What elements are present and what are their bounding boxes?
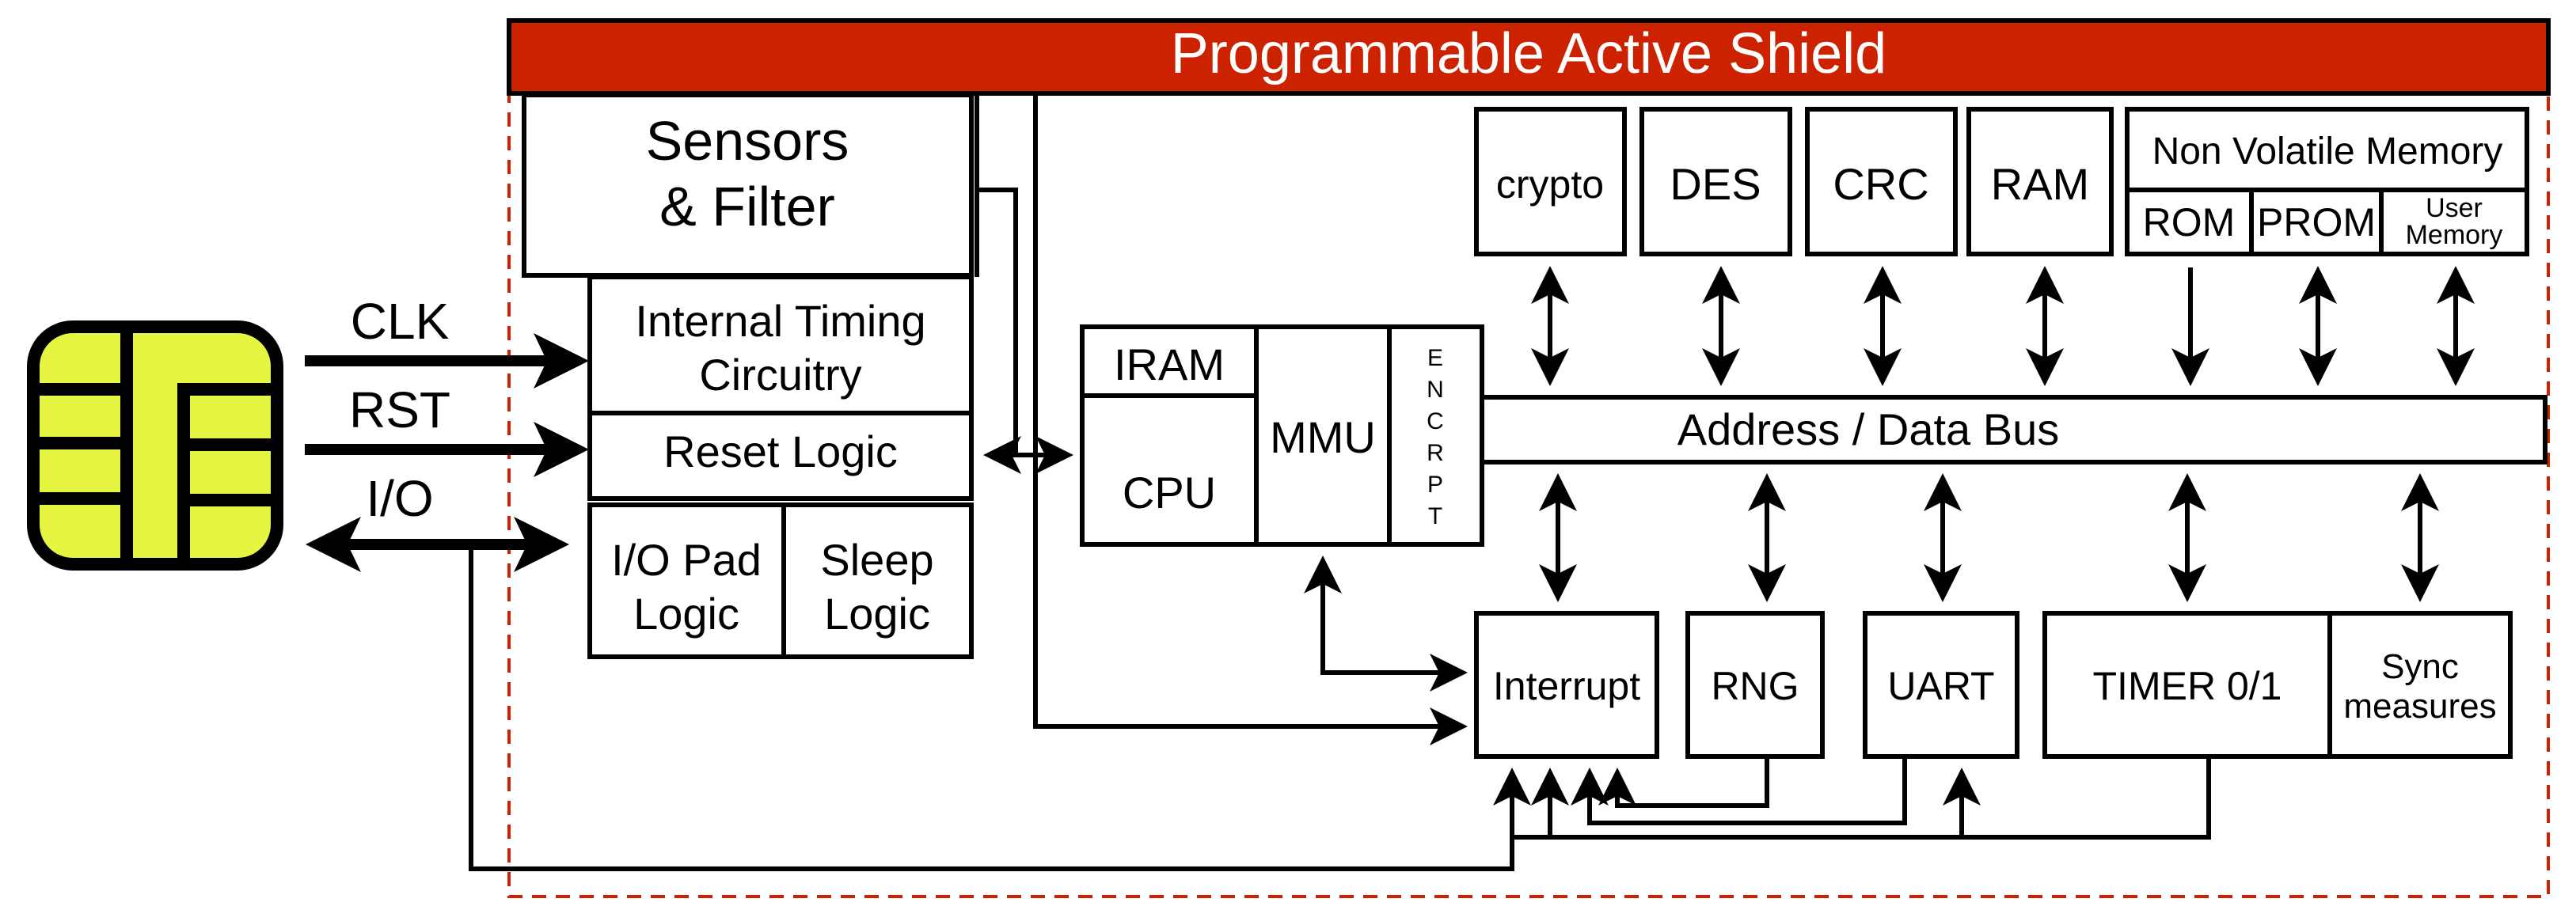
smart-card-chip-icon [27, 320, 283, 571]
sleep-logic-block [781, 502, 974, 659]
timer-block [2042, 611, 2332, 759]
user-memory-label-2: Memory [2406, 220, 2503, 250]
sleep-label-2: Logic [824, 589, 930, 639]
io-pad-label-1: I/O Pad [611, 535, 762, 585]
encrypt-letters: E N C R P T [1427, 345, 1444, 529]
user-memory-label-1: User [2426, 193, 2483, 223]
io-label: I/O [366, 470, 433, 527]
encrypt-letter: P [1427, 472, 1443, 498]
encrypt-letter: C [1427, 408, 1444, 434]
crc-block [1805, 107, 1958, 256]
cpu-label: CPU [1123, 468, 1216, 518]
nvm-label: Non Volatile Memory [2152, 131, 2503, 173]
encrypt-letter: N [1427, 377, 1444, 403]
sync-measures-block [2327, 611, 2513, 759]
interrupt-label: Interrupt [1493, 664, 1640, 708]
shield-title-bar [507, 18, 2551, 96]
clk-label: CLK [351, 293, 450, 350]
sync-label-2: measures [2343, 687, 2496, 726]
internal-timing-block [587, 275, 974, 415]
rst-label: RST [349, 381, 450, 438]
uart-label: UART [1887, 664, 1994, 708]
encrypt-letter: E [1427, 345, 1443, 371]
cpu-block [1080, 393, 1259, 547]
bottom-bus-connectors [1539, 473, 2439, 602]
iram-label: IRAM [1114, 339, 1225, 389]
bus-label: Address / Data Bus [1677, 404, 2059, 454]
uart-block [1863, 611, 2019, 759]
io-pad-logic-block [587, 502, 786, 659]
encrypt-block [1387, 324, 1484, 547]
crypto-block [1474, 107, 1627, 256]
top-bus-connectors [1531, 266, 2475, 386]
mmu-label: MMU [1270, 412, 1376, 462]
timer-label: TIMER 0/1 [2093, 664, 2282, 708]
timing-label-1: Internal Timing [635, 296, 925, 346]
address-data-bus [1480, 395, 2548, 464]
sleep-label-1: Sleep [820, 535, 933, 585]
rng-block [1685, 611, 1825, 759]
prom-label: PROM [2257, 200, 2376, 245]
io-pad-label-2: Logic [633, 589, 739, 639]
des-block [1639, 107, 1792, 256]
des-label: DES [1670, 159, 1761, 209]
crypto-label: crypto [1496, 162, 1604, 207]
user-memory-block [2379, 188, 2529, 256]
encrypt-letter: T [1428, 503, 1442, 529]
reset-logic-label: Reset Logic [663, 427, 898, 476]
rom-label: ROM [2143, 200, 2236, 245]
interrupt-block [1474, 611, 1659, 759]
reset-logic-block [587, 411, 974, 501]
shield-title: Programmable Active Shield [1171, 22, 1886, 85]
sync-label-1: Sync [2381, 647, 2459, 686]
encrypt-letter: R [1427, 440, 1444, 466]
timing-label-2: Circuitry [699, 350, 861, 400]
ram-block [1966, 107, 2114, 256]
rom-block [2125, 188, 2254, 256]
crc-label: CRC [1833, 159, 1928, 209]
sensors-filter-block [522, 93, 974, 278]
rng-label: RNG [1711, 664, 1799, 708]
control-wiring [469, 93, 2211, 871]
ram-label: RAM [1991, 159, 2089, 209]
sensors-label: Sensors [646, 110, 849, 172]
mmu-block [1254, 324, 1392, 547]
shield-boundary [507, 92, 2550, 898]
filter-label: & Filter [659, 176, 835, 237]
